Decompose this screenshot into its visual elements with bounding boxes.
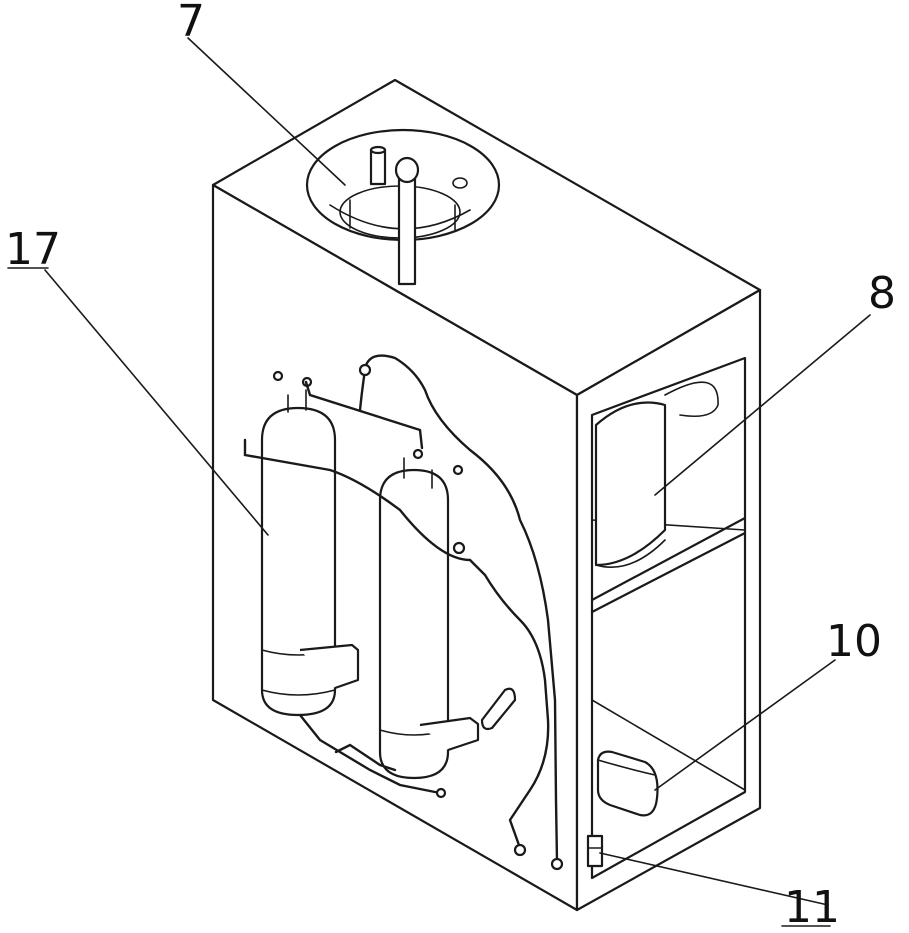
label-7: 7 [177,0,205,47]
bottom-component [586,834,604,868]
leader-17 [44,269,269,536]
pipes [243,354,564,871]
side-opening [590,356,747,880]
leader-lines [7,37,871,927]
label-17: 17 [5,224,61,275]
top-opening [305,128,501,286]
tank-left [260,370,360,717]
label-8: 8 [868,268,896,319]
leader-7 [187,37,346,186]
leader-11 [599,852,829,906]
upper-unit [594,381,719,568]
leader-10 [654,659,836,791]
tank-right [378,448,480,780]
lower-component [596,750,659,817]
fitting [480,687,517,731]
cabinet-side-face [575,288,762,912]
leader-8 [654,314,871,496]
label-10: 10 [826,616,882,667]
label-11: 11 [784,882,840,933]
